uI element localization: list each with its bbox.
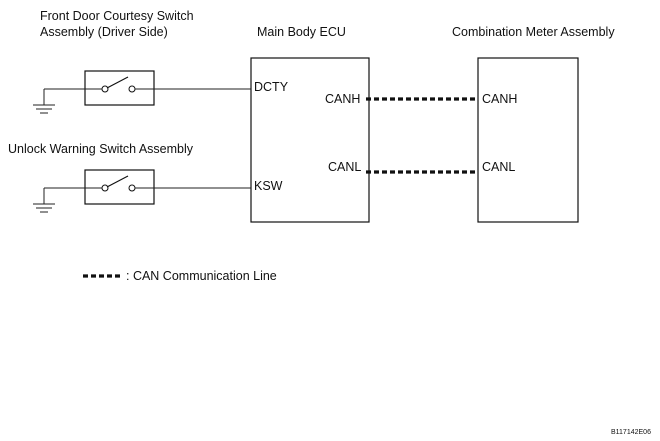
ecu-pin-canl: CANL xyxy=(328,160,361,174)
unlock-switch-symbol xyxy=(44,169,251,205)
door-switch-title-line1: Front Door Courtesy Switch xyxy=(40,9,194,23)
main-body-ecu-box xyxy=(250,57,370,223)
ecu-pin-dcty: DCTY xyxy=(254,80,289,94)
door-switch-symbol xyxy=(44,70,251,106)
combination-meter-box xyxy=(477,57,579,223)
meter-pin-canh: CANH xyxy=(482,92,517,106)
ground-icon xyxy=(33,89,55,114)
legend-can-line-label: : CAN Communication Line xyxy=(126,269,277,283)
ecu-pin-ksw: KSW xyxy=(254,179,283,193)
ecu-pin-canh: CANH xyxy=(325,92,360,106)
figure-id: B117142E06 xyxy=(611,429,651,436)
meter-pin-canl: CANL xyxy=(482,160,515,174)
unlock-switch-title: Unlock Warning Switch Assembly xyxy=(8,142,194,156)
door-switch-title-line2: Assembly (Driver Side) xyxy=(40,25,168,39)
ground-icon xyxy=(33,188,55,213)
main-body-ecu-title: Main Body ECU xyxy=(257,25,346,39)
combination-meter-title: Combination Meter Assembly xyxy=(452,25,615,39)
